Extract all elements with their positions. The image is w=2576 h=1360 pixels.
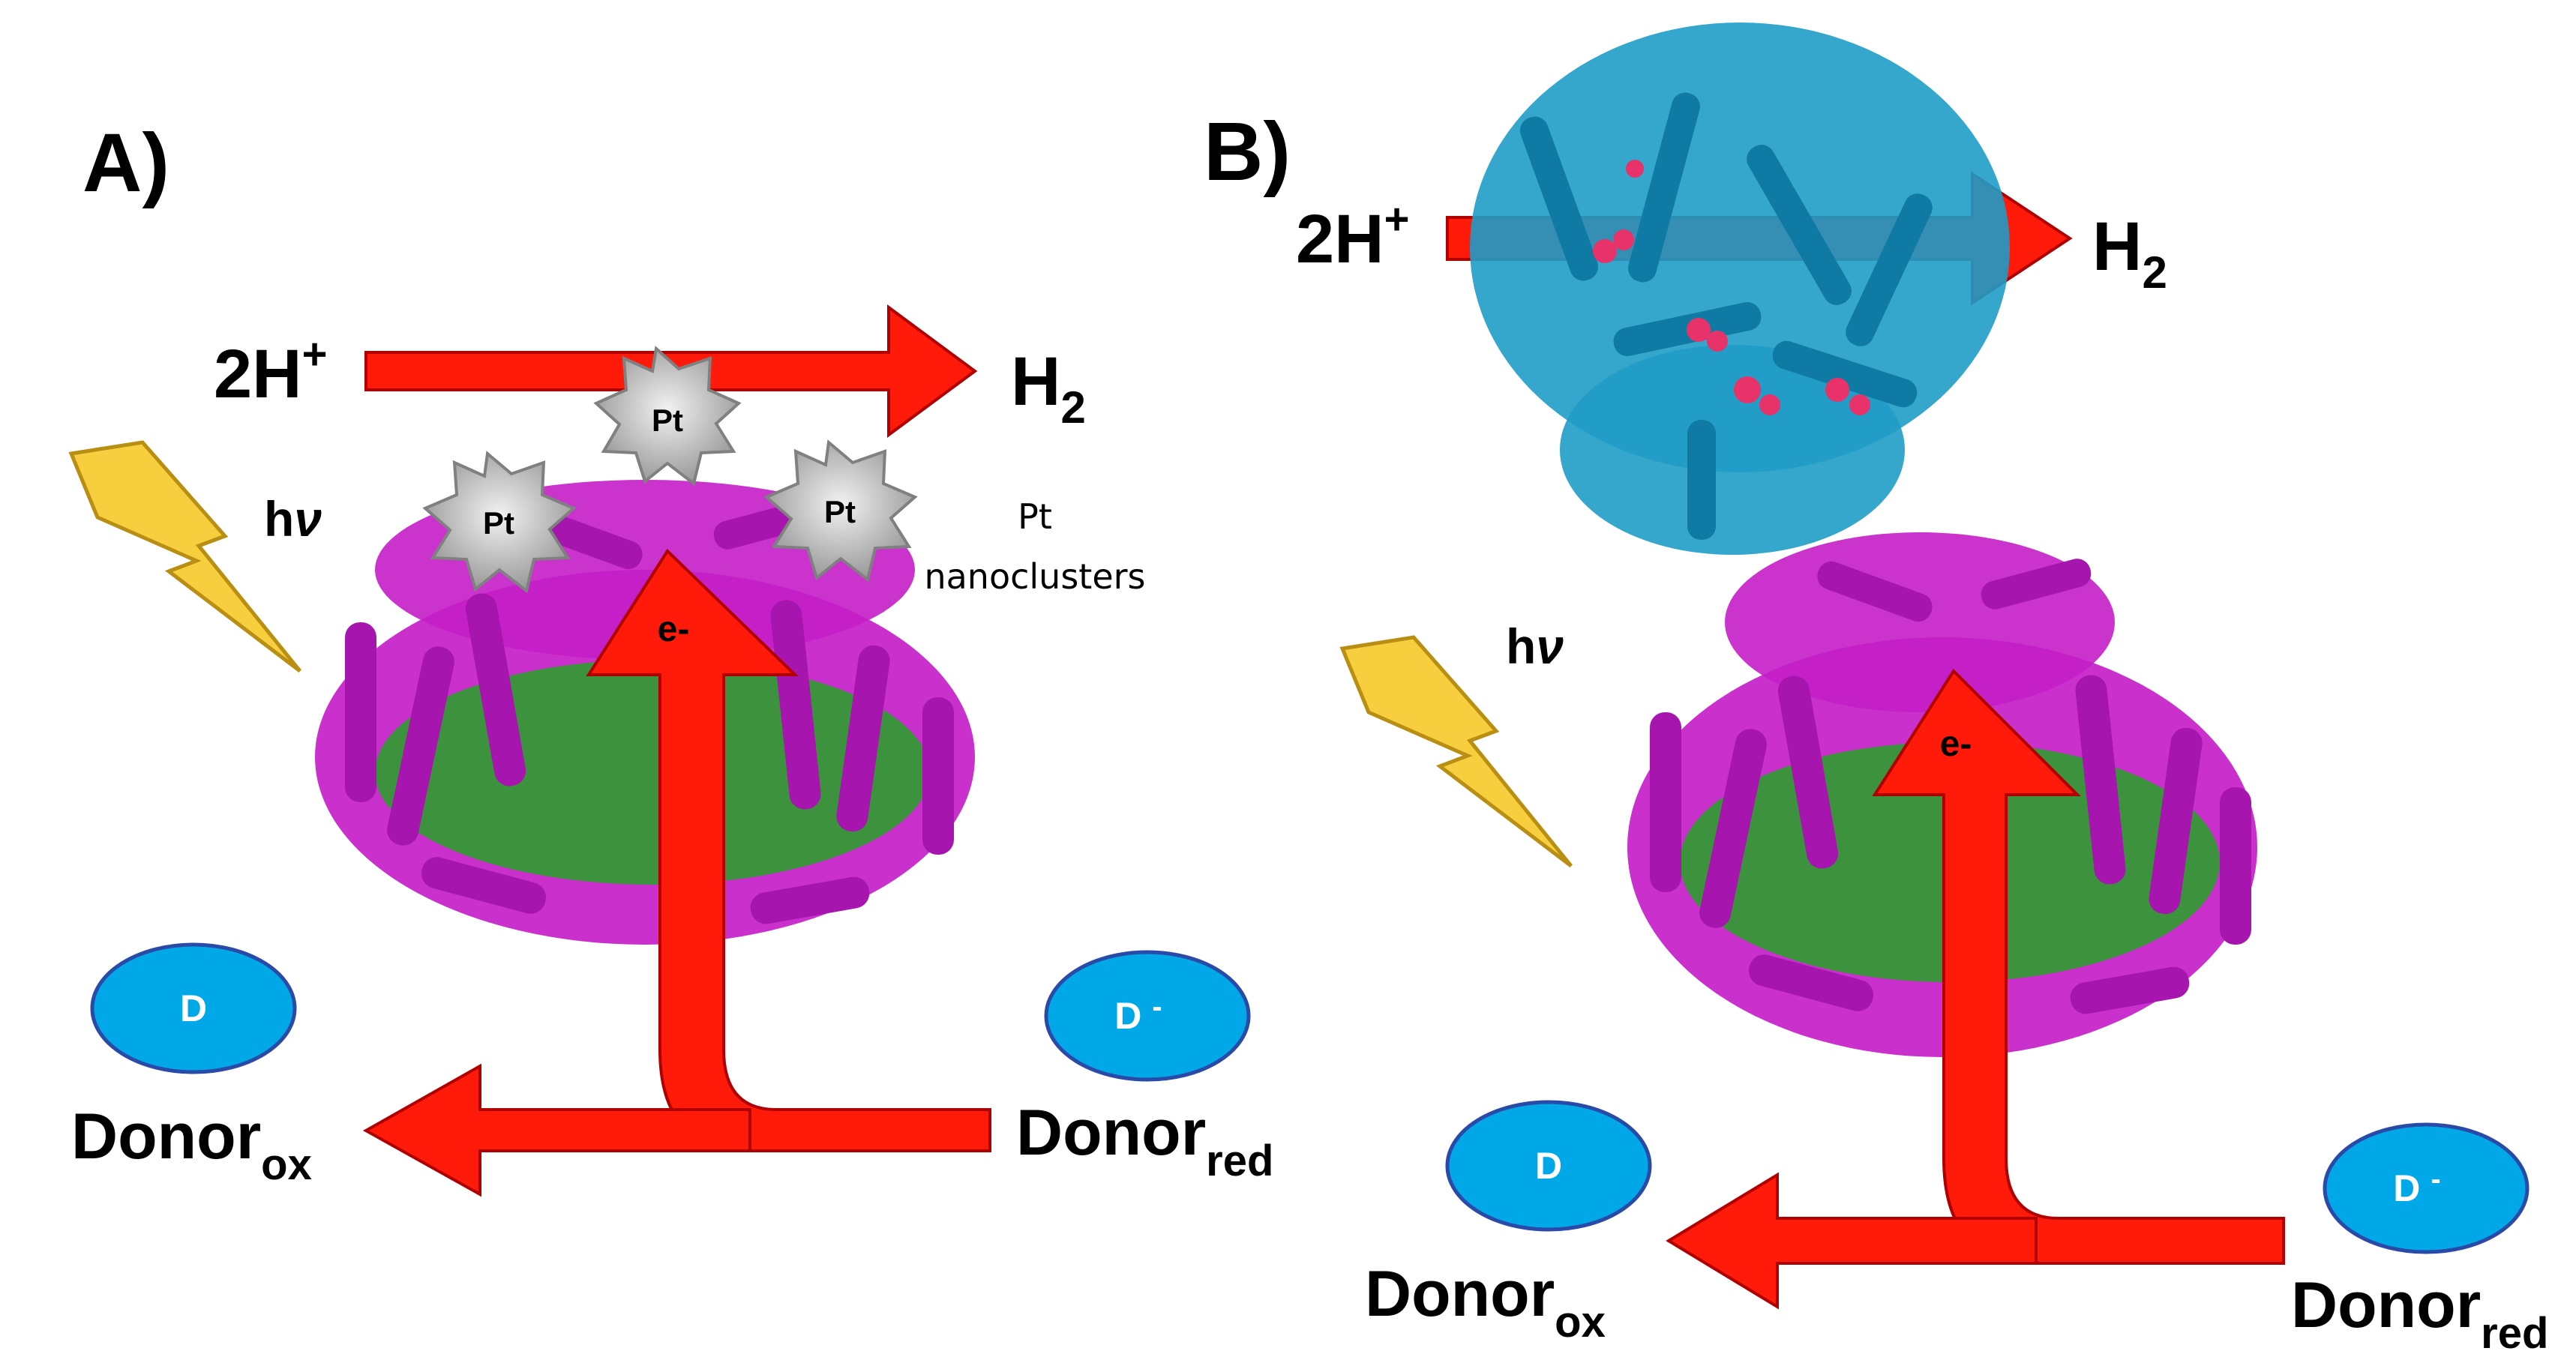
donor-ox-sub-a: ox [261, 1140, 312, 1189]
panel-b: B) 2H+ H2 [1204, 22, 2548, 1358]
panel-a-label: A) [82, 117, 169, 209]
panel-b-label: B) [1204, 106, 1291, 198]
donor-oxidation-arrow-a [362, 1063, 751, 1197]
svg-text:D-: D- [2393, 1163, 2440, 1209]
light-h-a: h [264, 491, 294, 547]
svg-text:hν: hν [264, 491, 322, 547]
photosystem-i-a [315, 480, 975, 945]
protons-b: 2H [1296, 201, 1384, 277]
hydrogen-sub-a: 2 [1060, 382, 1085, 433]
svg-text:2H+: 2H+ [214, 330, 327, 412]
electron-label-a: e- [658, 610, 690, 649]
pt-label-2: Pt [483, 505, 514, 541]
light-nu-b: ν [1536, 619, 1564, 674]
svg-text:Donorox: Donorox [71, 1101, 312, 1189]
donor-ox-bubble-a: D [90, 942, 297, 1074]
hydrogen-b: H [2092, 208, 2142, 285]
hydrogenase-enzyme [1470, 22, 2010, 555]
donor-oxidation-arrow-b [1666, 1172, 2038, 1310]
donor-red-bubble-b: D- [2323, 1122, 2530, 1254]
svg-text:D-: D- [1114, 990, 1162, 1037]
svg-text:D: D [180, 987, 207, 1029]
pt-caption-line2: nanoclusters [924, 556, 1145, 597]
svg-text:2H+: 2H+ [1296, 195, 1409, 277]
lightning-icon-b [1339, 635, 1573, 867]
svg-text:Donorox: Donorox [1365, 1258, 1606, 1347]
svg-text:hν: hν [1506, 619, 1564, 674]
lightning-icon-a [68, 440, 301, 673]
svg-text:D: D [1535, 1145, 1562, 1187]
donor-red-label-b: Donor [2291, 1269, 2481, 1341]
svg-text:Donorred: Donorred [1016, 1097, 1273, 1185]
hydrogen-sub-b: 2 [2142, 247, 2167, 298]
svg-text:H2: H2 [1011, 343, 1086, 433]
pt-cluster-1: Pt [593, 346, 742, 487]
pt-cluster-3: Pt [763, 439, 918, 583]
protons-charge-a: + [302, 330, 328, 379]
donor-red-bubble-a: D- [1044, 950, 1251, 1082]
hydrogen-a: H [1011, 343, 1060, 420]
donor-red-sub-b: red [2481, 1309, 2548, 1358]
donor-red-label-a: Donor [1016, 1097, 1206, 1169]
panel-a: A) hν 2H+ [68, 117, 1273, 1197]
protons-charge-b: + [1384, 195, 1410, 244]
donor-ox-label-b: Donor [1365, 1258, 1555, 1330]
donor-ox-sub-b: ox [1555, 1298, 1606, 1347]
light-h-b: h [1506, 619, 1536, 674]
electron-label-b: e- [1940, 724, 1972, 764]
protons-a: 2H [214, 336, 302, 412]
pt-label-1: Pt [652, 403, 683, 438]
donor-red-sub-a: red [1206, 1137, 1273, 1185]
donor-ox-label-a: Donor [71, 1101, 261, 1173]
pt-cluster-2: Pt [422, 451, 577, 594]
donor-ox-bubble-b: D [1445, 1100, 1652, 1232]
pt-label-3: Pt [824, 494, 856, 529]
pt-caption-line1: Pt [1018, 496, 1052, 537]
light-nu-a: ν [294, 491, 322, 547]
svg-text:H2: H2 [2092, 208, 2167, 298]
svg-text:Donorred: Donorred [2291, 1269, 2548, 1358]
